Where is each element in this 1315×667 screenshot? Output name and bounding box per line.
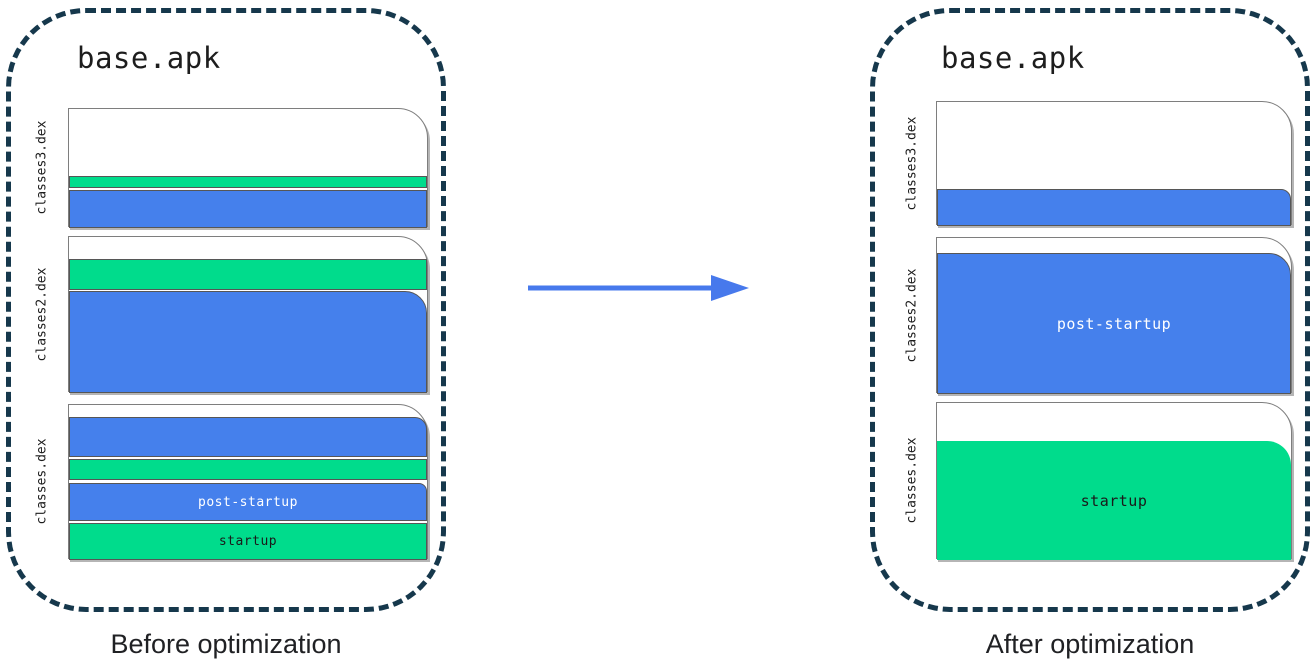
- before-caption: Before optimization: [110, 629, 342, 659]
- after-dex-label-0: classes3.dex: [901, 101, 923, 225]
- before-dex-label-0: classes3.dex: [31, 108, 53, 227]
- before-page-classes2.dex: [68, 236, 428, 393]
- apk-title-after: base.apk: [941, 41, 1085, 75]
- before-band-2-2-blue: post-startup: [69, 483, 427, 521]
- after-page-classes2.dex: post-startup: [936, 237, 1292, 394]
- after-band-0-0-blue: [937, 189, 1291, 226]
- before-band-2-3-green: startup: [69, 523, 427, 560]
- dex-label-text: classes3.dex: [904, 116, 920, 210]
- before-page-classes3.dex: [68, 108, 428, 228]
- dex-label-text: classes2.dex: [904, 268, 920, 362]
- before-dex-label-1: classes2.dex: [31, 236, 53, 392]
- after-caption: After optimization: [985, 629, 1195, 659]
- after-page-classes.dex: startup: [936, 402, 1292, 560]
- before-dex-label-2: classes.dex: [31, 404, 53, 559]
- dex-label-text: classes.dex: [34, 438, 50, 525]
- apk-title-before: base.apk: [77, 41, 221, 75]
- dex-label-text: classes3.dex: [34, 120, 50, 215]
- before-band-0-0-green: [69, 176, 427, 188]
- after-dex-label-1: classes2.dex: [901, 237, 923, 393]
- after-band-1-0-blue: post-startup: [937, 253, 1291, 394]
- before-band-2-0-blue: [69, 417, 427, 457]
- after-page-classes3.dex: [936, 101, 1292, 226]
- dex-label-text: classes.dex: [904, 437, 920, 524]
- before-band-2-1-green: [69, 459, 427, 480]
- after-band-2-0-green: startup: [937, 441, 1291, 560]
- before-panel: base.apk classes3.dex classes2.dex classes…: [6, 8, 446, 612]
- before-band-1-1-blue: [69, 291, 427, 393]
- before-band-0-1-blue: [69, 190, 427, 228]
- after-panel: base.apk classes3.dex classes2.dex post-st…: [870, 8, 1310, 612]
- before-band-1-0-green: [69, 259, 427, 290]
- right-arrow-icon: [528, 275, 749, 301]
- dex-label-text: classes2.dex: [34, 267, 50, 361]
- after-dex-label-2: classes.dex: [901, 402, 923, 559]
